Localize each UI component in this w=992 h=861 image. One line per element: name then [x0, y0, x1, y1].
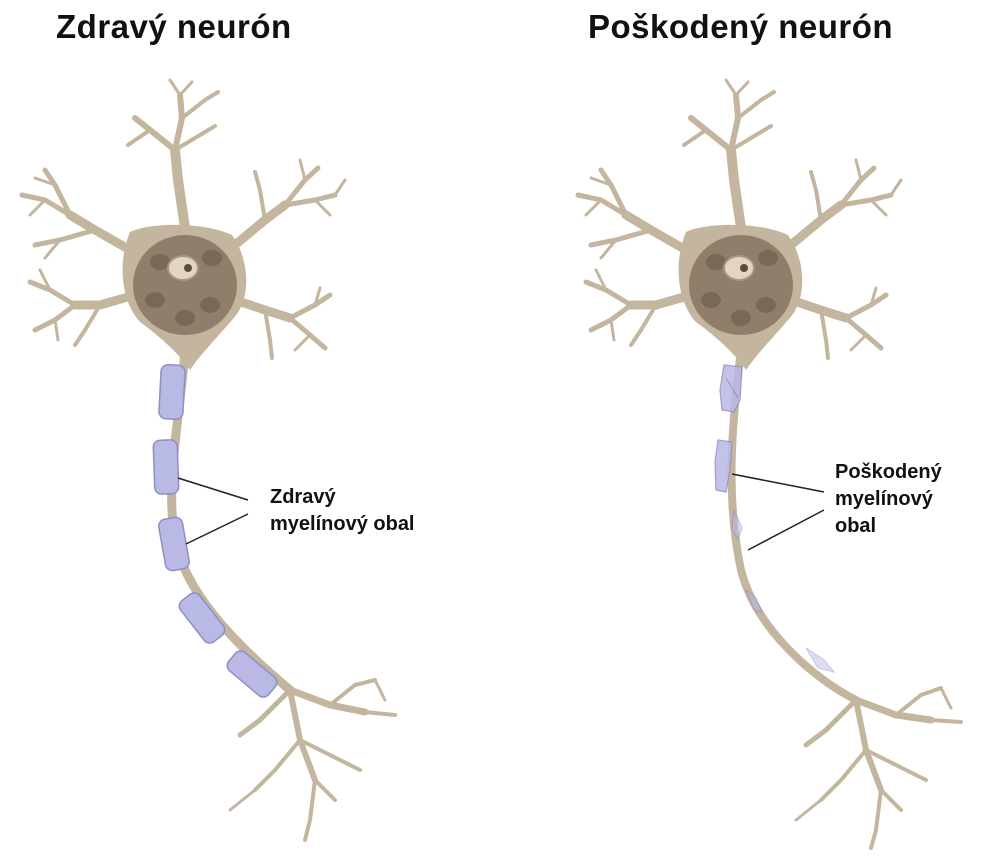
damaged-label-line-3: obal — [835, 513, 942, 540]
damaged-label-line-1: Poškodený — [835, 459, 942, 486]
damaged-myelin-segments — [715, 365, 834, 672]
healthy-soma — [123, 225, 247, 370]
healthy-myelin-segments — [153, 364, 280, 699]
healthy-myelin-label: Zdravý myelínový obal — [270, 484, 415, 538]
damaged-label-line-2: myelínový — [835, 486, 942, 513]
damaged-label-pointers — [732, 474, 824, 550]
healthy-nucleus — [168, 256, 198, 280]
damaged-neuron-illustration — [556, 0, 992, 861]
damaged-nucleus — [724, 256, 754, 280]
damaged-soma — [679, 225, 803, 370]
healthy-label-line-1: Zdravý — [270, 484, 415, 511]
healthy-label-line-2: myelínový obal — [270, 511, 415, 538]
healthy-label-pointers — [178, 478, 248, 544]
damaged-axon-terminals — [796, 688, 961, 848]
healthy-neuron-illustration — [0, 0, 440, 861]
damaged-myelin-label: Poškodený myelínový obal — [835, 459, 942, 540]
healthy-axon-terminals — [230, 680, 395, 840]
